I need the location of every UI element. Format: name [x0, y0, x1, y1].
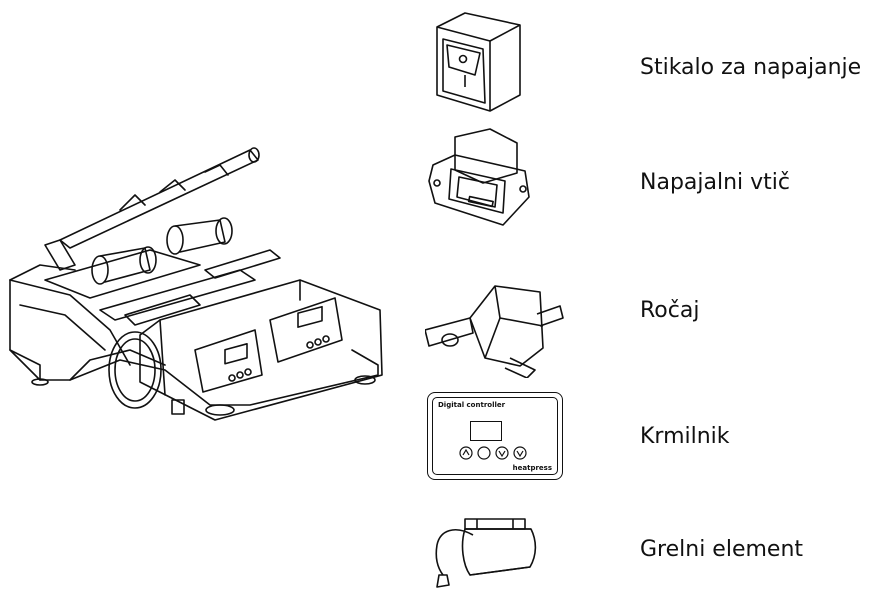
handle-icon [425, 278, 565, 378]
controller-panel: Digital controller heatpress [427, 392, 563, 480]
controller-display [470, 421, 502, 441]
heating-element-label: Grelni element [640, 537, 804, 562]
power-socket-label: Napajalni vtič [640, 170, 790, 195]
power-switch-label: Stikalo za napajanje [640, 55, 862, 80]
controller-label: Krmilnik [640, 424, 730, 449]
heating-element-icon [425, 505, 550, 593]
controller-panel-brand: heatpress [512, 464, 552, 472]
controller-buttons [456, 443, 536, 463]
controller-panel-title: Digital controller [438, 401, 506, 409]
power-socket-icon [425, 125, 535, 230]
handle-label: Ročaj [640, 298, 700, 323]
mug-press-machine-illustration [0, 120, 400, 520]
power-switch-icon [425, 5, 535, 115]
